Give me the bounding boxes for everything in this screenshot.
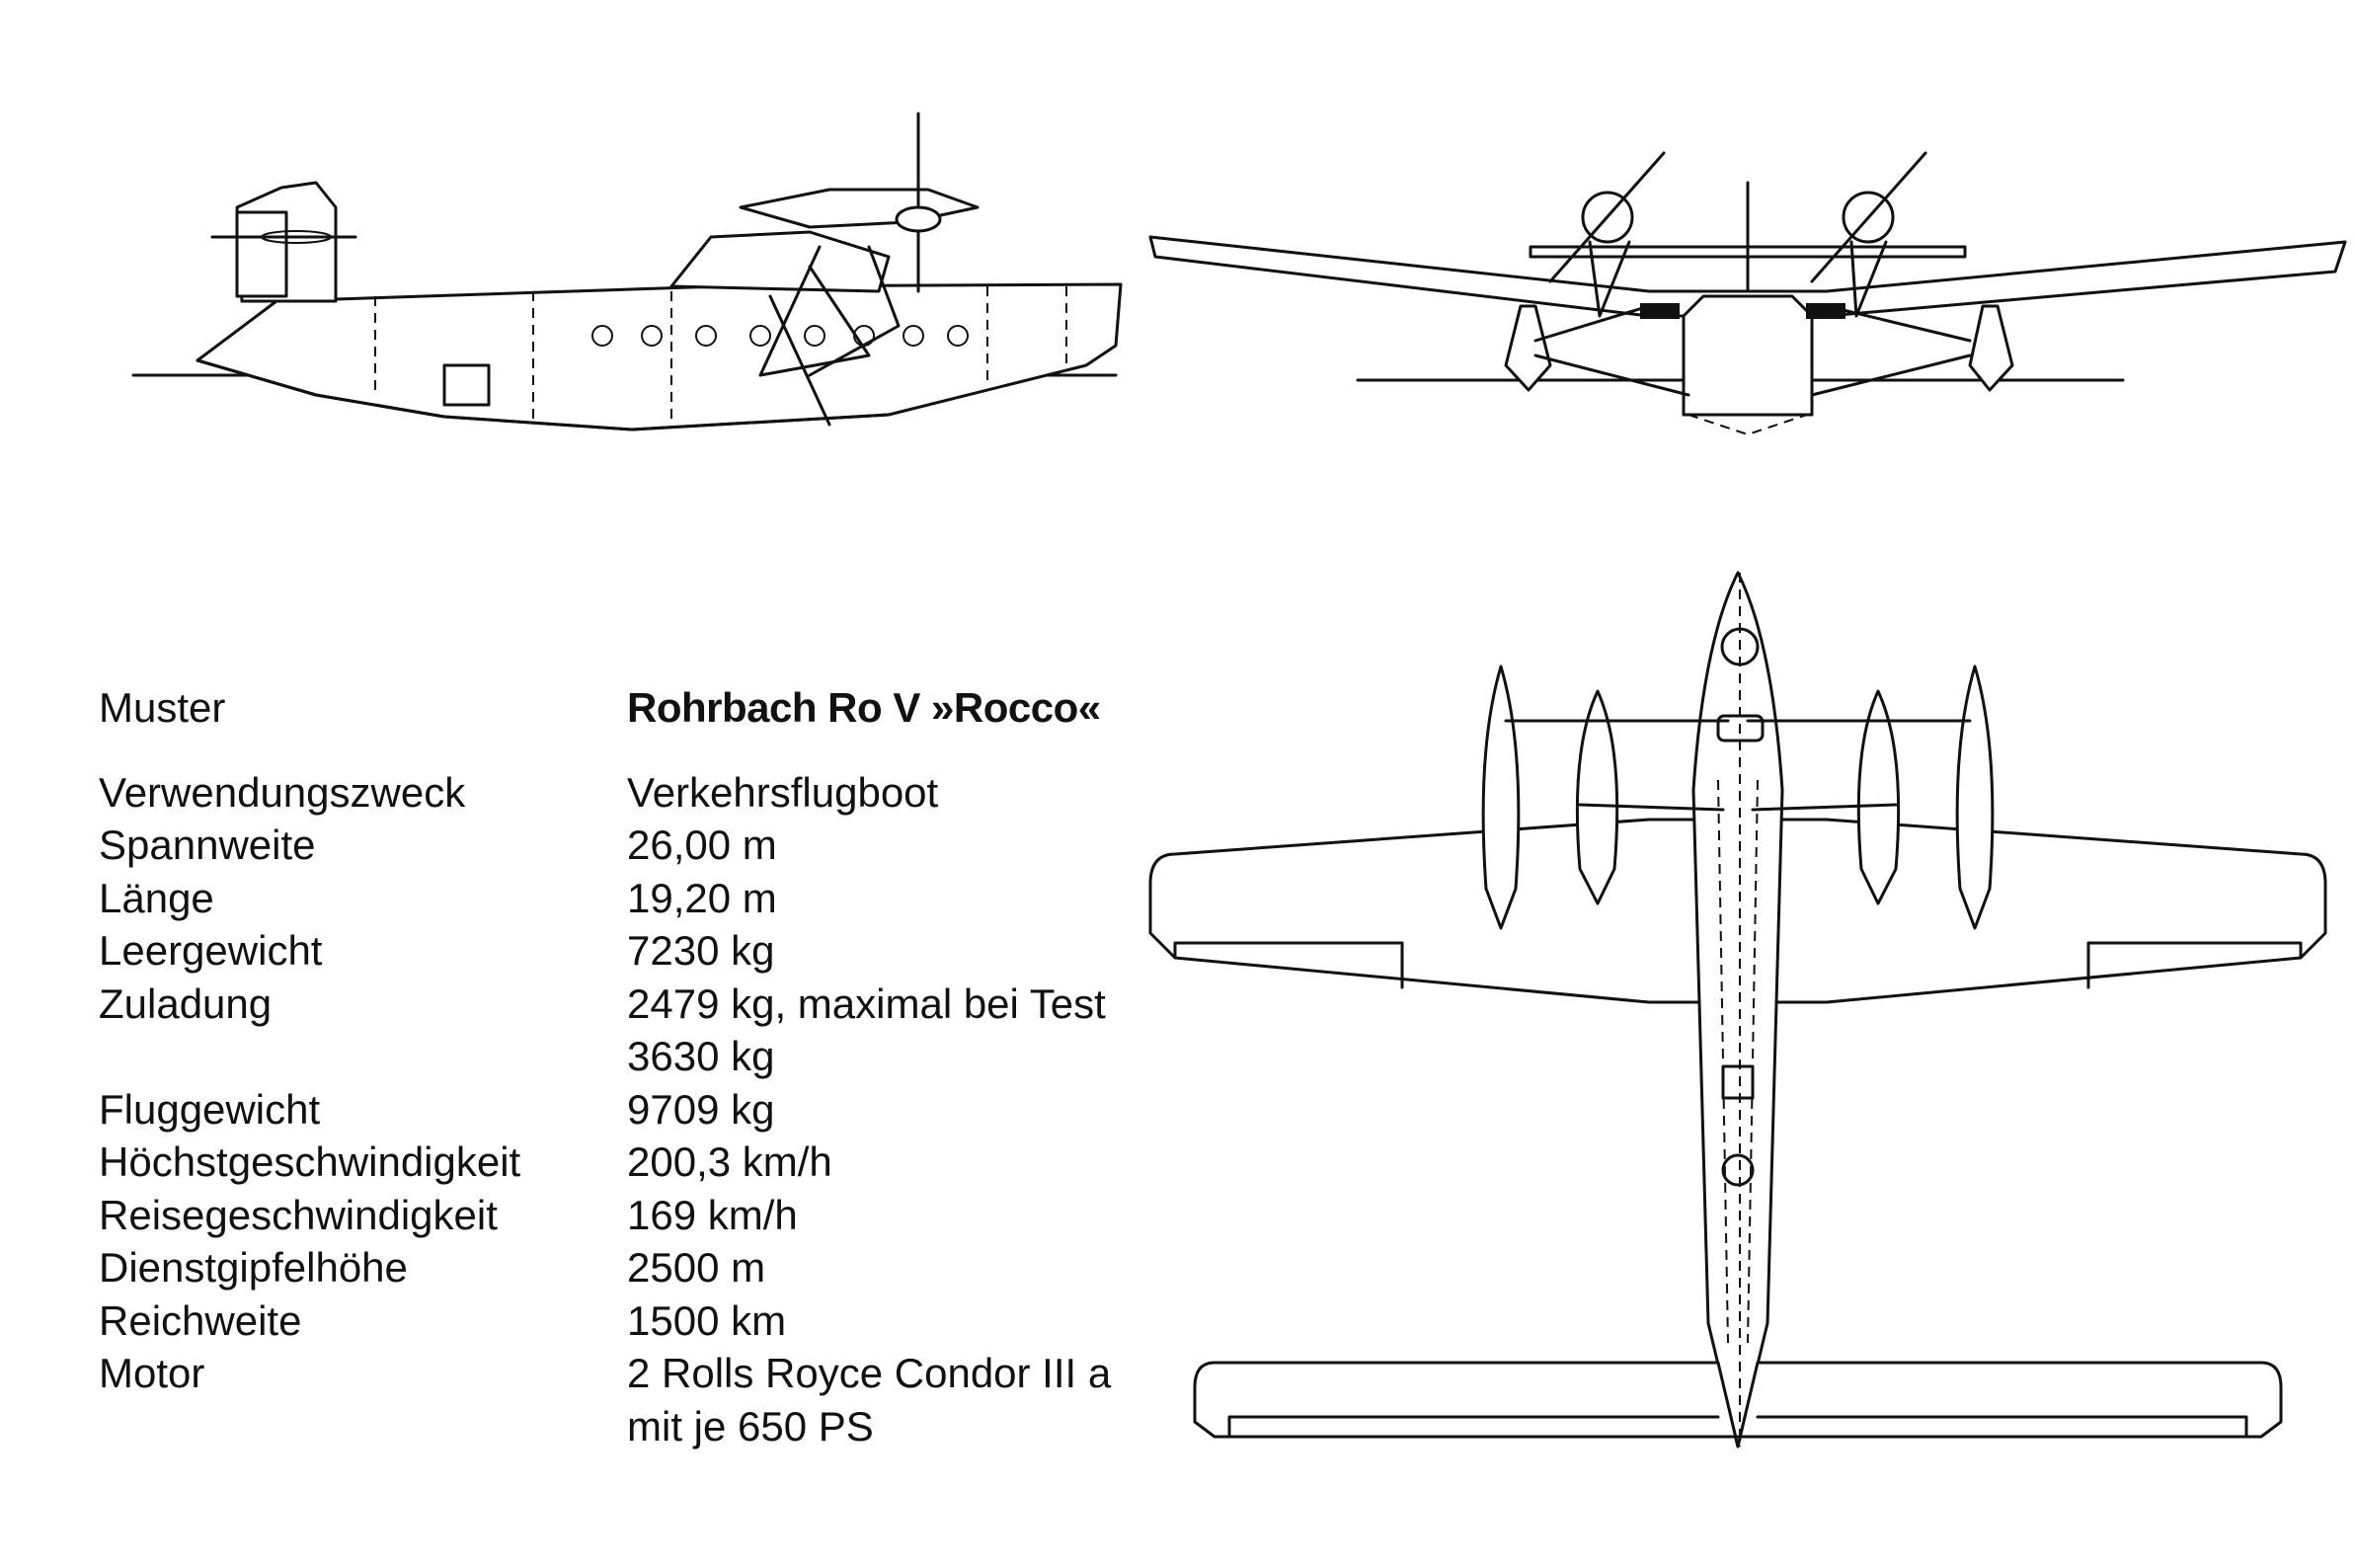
side-hull [196,282,1123,431]
front-hull-keel [1688,414,1808,436]
spec-value: 2479 kg, maximal bei Test [627,980,1106,1027]
front-tailplane [1529,245,1967,259]
spec-title-row: Muster Rohrbach Ro V »Rocco« [99,681,1165,735]
side-view-drawing [131,112,1123,431]
spec-row-engine-cont: mit je 650 PS [99,1400,1165,1453]
spec-label: Höchstgeschwindigkeit [99,1138,521,1185]
front-nacelle-struts [1588,240,1888,318]
spec-row-max-speed: Höchstgeschwindigkeit 200,3 km/h [99,1136,1165,1189]
front-float-right [1968,304,2014,392]
side-porthole-5 [804,325,825,347]
spec-row-engine: Motor 2 Rolls Royce Condor III a [99,1347,1165,1400]
top-elevator-right [1756,1415,2248,1439]
spec-value: 2 Rolls Royce Condor III a [627,1350,1112,1396]
side-tailplane-section [261,230,332,244]
side-porthole-6 [853,325,875,347]
side-strut-b [808,245,901,377]
spec-value: 200,3 km/h [627,1138,832,1185]
top-hull [1691,571,1784,1449]
side-porthole-3 [695,325,717,347]
spec-label: Spannweite [99,822,316,868]
spec-value: Verkehrsflugboot [627,768,939,816]
side-float [442,363,491,407]
spec-label: Fluggewicht [99,1085,321,1133]
front-hull [1682,294,1814,417]
spec-label: Zuladung [99,980,273,1027]
spec-value: 3630 kg [627,1033,775,1079]
top-aileron-left [1173,941,1404,989]
side-strut-a [758,245,871,377]
front-float-left [1504,304,1552,392]
spec-row-payload-cont: 3630 kg [99,1030,1165,1083]
spec-row-length: Länge 19,20 m [99,872,1165,925]
side-strut-c [768,294,831,427]
top-float-left [1481,665,1521,930]
spec-label: Reisegeschwindigkeit [99,1191,498,1238]
spec-label [99,1400,627,1453]
spec-value: 19,20 m [627,874,777,921]
front-radiator-left [1640,303,1680,319]
spec-value: 26,00 m [627,822,777,868]
top-aft-hatch [1721,1153,1755,1187]
spec-row-span: Spannweite 26,00 m [99,819,1165,872]
spec-label: Leergewicht [99,927,323,974]
spec-row-empty-weight: Leergewicht 7230 kg [99,924,1165,978]
side-porthole-2 [641,325,663,347]
front-float-struts [1533,304,1972,397]
spec-row-gross-weight: Fluggewicht 9709 kg [99,1083,1165,1137]
side-porthole-7 [903,325,924,347]
side-porthole-4 [749,325,771,347]
spec-value: 9709 kg [627,1085,775,1133]
spec-label: Verwendungszweck [99,768,466,816]
top-nacelle-left [1575,689,1619,905]
specification-table: Muster Rohrbach Ro V »Rocco« Verwendungs… [99,681,1165,1452]
side-wing [739,188,980,229]
side-propeller-hub [895,205,942,233]
side-cabin-roof [669,230,891,293]
top-elevator-left [1227,1415,1720,1439]
side-rudder [235,210,288,298]
top-float-right [1955,665,1995,930]
spec-value: 2500 m [627,1244,766,1291]
spec-title-value: Rohrbach Ro V »Rocco« [627,684,1101,731]
spec-label: Länge [99,874,214,921]
top-view-drawing [1148,571,2327,1449]
top-tailplane [1193,1361,2283,1449]
spec-value: mit je 650 PS [627,1402,874,1450]
spec-row-purpose: Verwendungszweck Verkehrsflugboot [99,766,1165,820]
spec-label [99,1030,627,1083]
spec-label: Reichweite [99,1296,302,1344]
spec-label: Dienstgipfelhöhe [99,1244,408,1291]
top-nacelle-right [1856,689,1901,905]
spec-value: 7230 kg [627,927,775,974]
spec-row-range: Reichweite 1500 km [99,1294,1165,1348]
top-struts [1578,803,1898,812]
spec-value: 1500 km [627,1296,787,1344]
spec-row-payload: Zuladung 2479 kg, maximal bei Test [99,978,1165,1031]
spec-title-label: Muster [99,684,226,731]
front-propeller-left [1548,151,1666,283]
front-propeller-right [1810,151,1927,283]
front-view-drawing [1148,151,2347,436]
side-hull-planing-bottom [196,358,891,431]
spec-value: 169 km/h [627,1191,798,1238]
top-aileron-right [2086,941,2303,989]
side-porthole-1 [591,325,613,347]
front-wing [1148,235,2347,318]
spec-label: Motor [99,1350,205,1396]
spec-row-cruise-speed: Reisegeschwindigkeit 169 km/h [99,1189,1165,1242]
spec-row-ceiling: Dienstgipfelhöhe 2500 m [99,1241,1165,1294]
side-porthole-8 [947,325,969,347]
